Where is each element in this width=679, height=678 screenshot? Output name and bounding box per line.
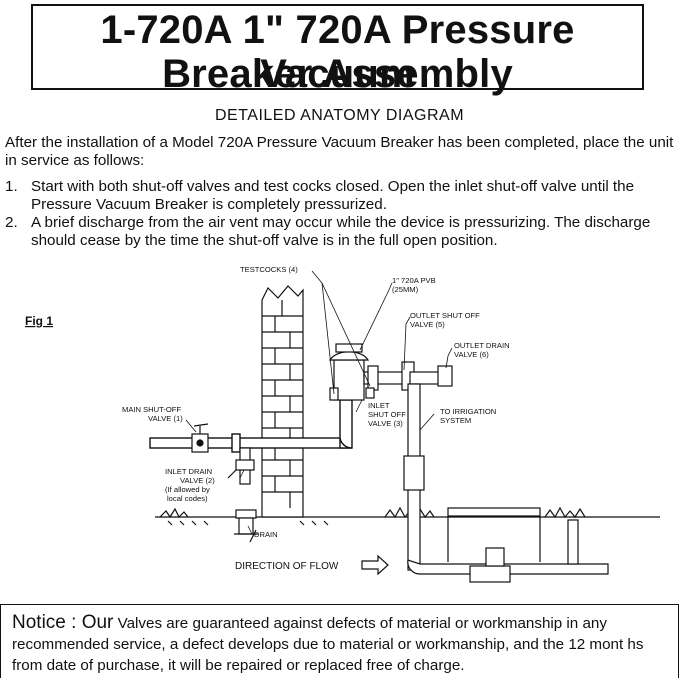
step-2-text: A brief discharge from the air vent may … [31, 214, 651, 249]
fig-label: Fig 1 [25, 314, 53, 328]
label-to-irrigation-1: TO IRRIGATION [440, 407, 496, 416]
label-pvb-2: (25MM) [392, 285, 419, 294]
label-inlet-drain-1: INLET DRAIN [165, 467, 212, 476]
label-outlet-drain-1: OUTLET DRAIN [454, 341, 510, 350]
step-1-text: Start with both shut-off valves and test… [31, 178, 635, 213]
label-pvb-1: 1" 720A PVB [392, 276, 436, 285]
label-inlet-shutoff-1: INLET [368, 401, 390, 410]
intro-paragraph: After the installation of a Model 720A P… [5, 134, 674, 169]
inlet-drain-valve [227, 447, 255, 485]
label-outlet-shutoff-1: OUTLET SHUT OFF [410, 311, 480, 320]
main-shutoff-valve [191, 423, 209, 453]
label-direction-of-flow: DIRECTION OF FLOW [235, 561, 339, 572]
label-inlet-drain-4: local codes) [167, 494, 208, 503]
anatomy-diagram: Fig 1 [25, 265, 660, 583]
title-box: 1-720A 1" 720A Pressure Vacuum Breaker A… [31, 4, 644, 96]
step-1-number: 1. [5, 178, 18, 195]
label-testcocks: TESTCOCKS (4) [240, 265, 298, 274]
drain-pipe [234, 509, 258, 543]
notice-body: Valves are guaranteed against defects of… [12, 615, 644, 674]
label-inlet-shutoff-3: VALVE (3) [368, 419, 403, 428]
page-subtitle: DETAILED ANATOMY DIAGRAM [214, 107, 465, 124]
outlet-piping [403, 365, 453, 571]
page-title-line-2: Breaker Assembly [162, 52, 513, 96]
notice-lead: Notice : Our [12, 612, 114, 633]
lateral-pipe [407, 507, 609, 583]
brick-wall [261, 285, 304, 518]
label-drain: DRAIN [254, 530, 278, 539]
leader-lines [185, 270, 453, 535]
label-inlet-shutoff-2: SHUT OFF [368, 410, 406, 419]
label-inlet-drain-2: VALVE (2) [180, 476, 215, 485]
label-to-irrigation-2: SYSTEM [440, 416, 471, 425]
flow-arrow-icon [361, 554, 389, 576]
label-inlet-drain-3: (If allowed by [165, 485, 210, 494]
label-outlet-drain-2: VALVE (6) [454, 350, 489, 359]
label-outlet-shutoff-2: VALVE (5) [410, 320, 445, 329]
notice-text: Notice : Our Valves are guaranteed again… [12, 612, 677, 676]
step-2-number: 2. [5, 214, 18, 231]
page-title-line-1: 1-720A 1" 720A Pressure Vacuum [100, 8, 575, 96]
pvb-assembly [328, 343, 415, 401]
label-main-shutoff-1: MAIN SHUT-OFF [122, 405, 181, 414]
label-main-shutoff-2: VALVE (1) [148, 414, 183, 423]
